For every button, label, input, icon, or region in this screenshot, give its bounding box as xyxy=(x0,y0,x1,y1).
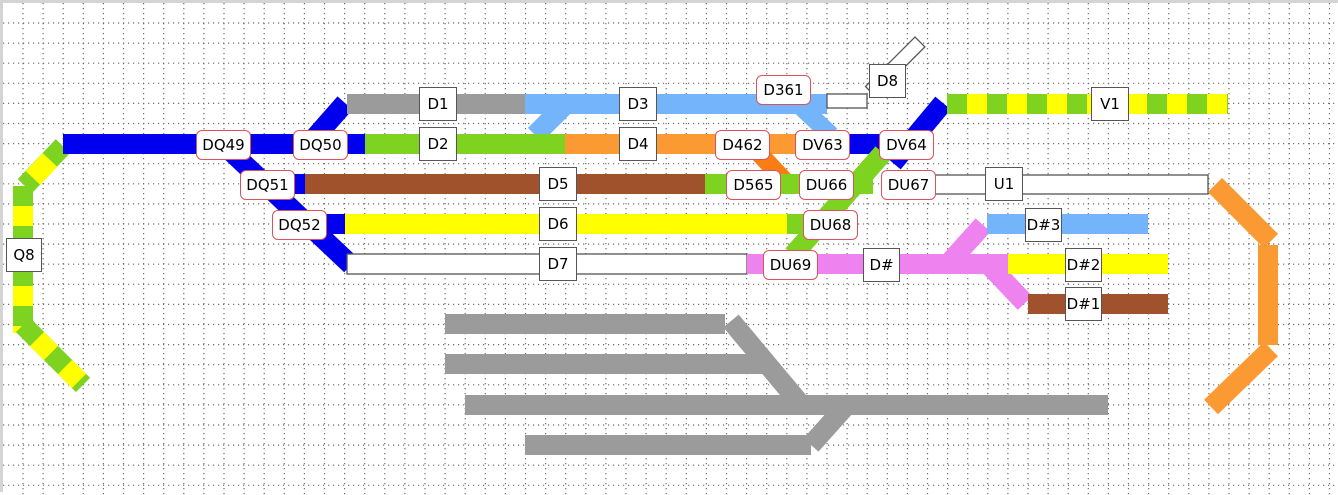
block-label-d5[interactable]: D5 xyxy=(539,167,577,201)
track-q8-lower-diagonal-yellow-2[interactable] xyxy=(57,359,87,389)
block-label-u1[interactable]: U1 xyxy=(985,167,1023,201)
track-d3-to-dv63[interactable] xyxy=(791,97,838,142)
block-label-d1[interactable]: D1 xyxy=(419,87,457,121)
track-d3-crossover[interactable] xyxy=(527,99,571,143)
track-q8-upper-diagonal-yellow[interactable] xyxy=(25,153,58,185)
track-loop-upper[interactable] xyxy=(1207,177,1279,249)
track-d-hash-1-branch[interactable] xyxy=(980,257,1033,310)
signal-label-d361[interactable]: D361 xyxy=(756,75,811,105)
block-label-d-hash-2[interactable]: D#2 xyxy=(1065,248,1102,282)
block-label-d3[interactable]: D3 xyxy=(619,87,657,121)
signal-label-d462[interactable]: D462 xyxy=(715,130,770,160)
signal-label-du69[interactable]: DU69 xyxy=(763,250,818,280)
track-u1[interactable] xyxy=(932,174,1209,195)
signal-label-dq52[interactable]: DQ52 xyxy=(272,210,327,240)
track-q8-lower-diagonal-yellow[interactable] xyxy=(29,331,59,361)
signal-label-dq49[interactable]: DQ49 xyxy=(196,130,251,160)
block-label-d-hash[interactable]: D# xyxy=(863,248,900,282)
grid xyxy=(3,3,1338,495)
track-blue-diagonal-down[interactable] xyxy=(216,136,358,273)
block-label-d4[interactable]: D4 xyxy=(619,127,657,161)
signal-label-dq50[interactable]: DQ50 xyxy=(293,130,348,160)
signal-label-dv64[interactable]: DV64 xyxy=(879,130,934,160)
track-d-hash-3-branch[interactable] xyxy=(940,218,991,271)
track-yard-4-join[interactable] xyxy=(803,400,853,452)
signal-label-dq51[interactable]: DQ51 xyxy=(240,170,295,200)
signal-label-du68[interactable]: DU68 xyxy=(803,210,858,240)
signal-label-d565[interactable]: D565 xyxy=(726,170,781,200)
signal-label-dv63[interactable]: DV63 xyxy=(795,130,850,160)
block-label-d-hash-1[interactable]: D#1 xyxy=(1065,287,1102,321)
block-label-d-hash-3[interactable]: D#3 xyxy=(1025,208,1062,242)
track-loop-lower[interactable] xyxy=(1204,341,1278,415)
block-label-d2[interactable]: D2 xyxy=(419,127,457,161)
block-label-d7[interactable]: D7 xyxy=(539,247,577,281)
signal-label-du67[interactable]: DU67 xyxy=(881,170,936,200)
block-label-d8[interactable]: D8 xyxy=(869,64,906,98)
signal-label-du66[interactable]: DU66 xyxy=(799,170,854,200)
block-label-d6[interactable]: D6 xyxy=(539,207,577,241)
track-layout[interactable] xyxy=(3,3,1338,495)
block-label-v1[interactable]: V1 xyxy=(1091,87,1129,121)
track-d361-stub[interactable] xyxy=(826,93,868,109)
track-yard-ladder[interactable] xyxy=(723,314,811,414)
block-label-q8[interactable]: Q8 xyxy=(6,238,42,272)
